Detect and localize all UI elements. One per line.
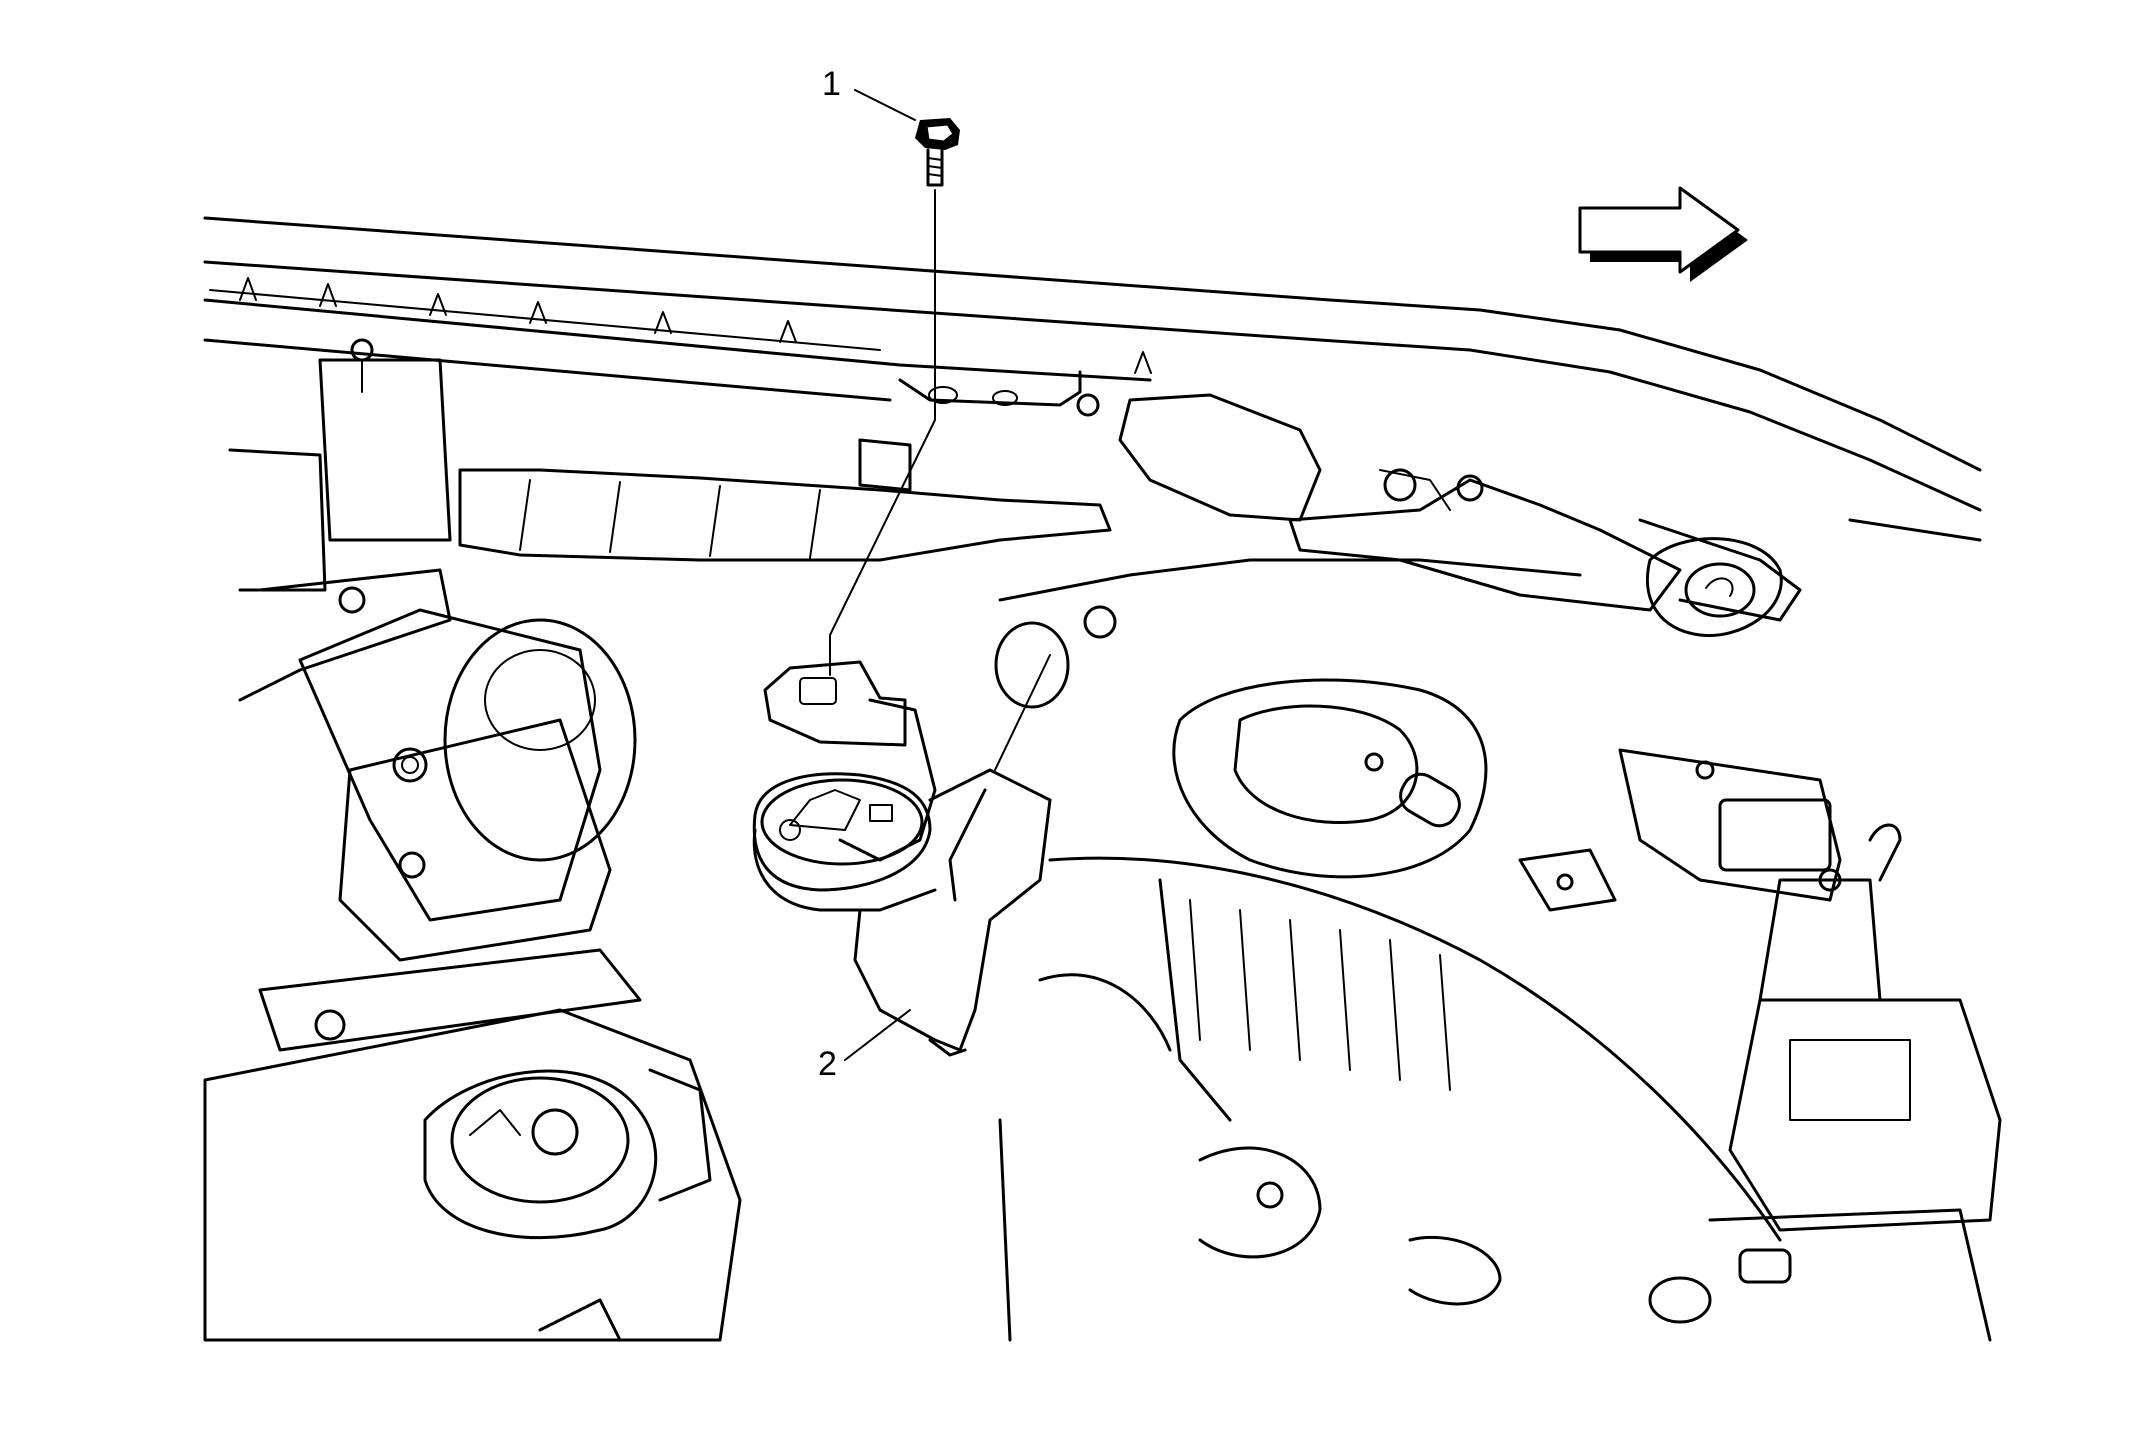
leader-lines xyxy=(829,89,1051,1061)
radiator-support xyxy=(203,216,1982,512)
callout-label-2: 2 xyxy=(818,1045,837,1083)
strut-tower xyxy=(994,537,1792,1342)
latch-assembly xyxy=(1118,393,1982,622)
support-teeth xyxy=(239,277,1152,374)
electrical-module xyxy=(1618,748,2002,1342)
arrow-right-icon xyxy=(1578,186,1748,282)
washer-fluid-reservoir-filler-neck xyxy=(752,660,1052,1057)
bolt xyxy=(915,118,960,187)
coolant-reservoir xyxy=(203,1008,742,1342)
air-intake-duct xyxy=(458,438,1112,562)
engine-mount-bracket xyxy=(228,358,642,1052)
callout-label-1: 1 xyxy=(822,65,841,103)
